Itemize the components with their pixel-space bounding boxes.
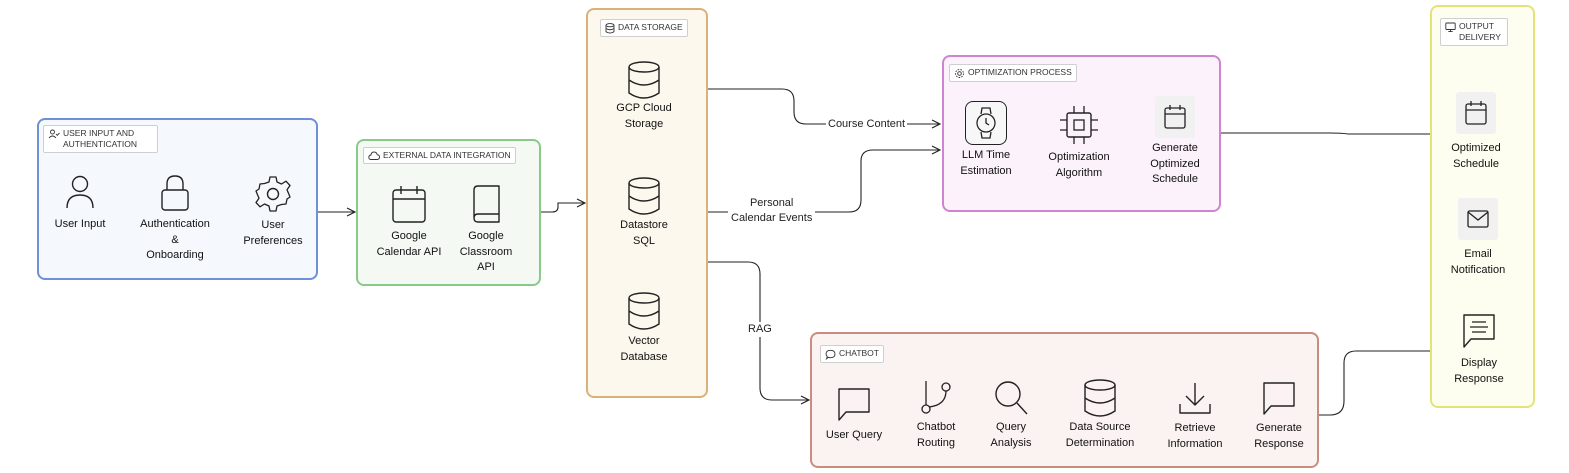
message-text-icon — [1463, 314, 1495, 348]
generate-response-label: Generate Response — [1254, 422, 1304, 450]
google-classroom-api-node[interactable]: Google Classroom API — [451, 184, 521, 276]
vector-database-node[interactable]: Vector Database — [612, 291, 676, 365]
authentication-label: Authentication & Onboarding — [140, 218, 210, 261]
gcp-cloud-storage-label: GCP Cloud Storage — [616, 102, 672, 130]
gcp-cloud-storage-node[interactable]: GCP Cloud Storage — [608, 60, 680, 132]
data-storage-group-label: DATA STORAGE — [600, 19, 688, 37]
external-data-group-title: EXTERNAL DATA INTEGRATION — [383, 150, 511, 160]
external-data-group: EXTERNAL DATA INTEGRATION — [356, 139, 541, 286]
user-preferences-label: User Preferences — [243, 219, 303, 247]
authentication-node[interactable]: Authentication & Onboarding — [135, 173, 215, 264]
database-icon — [628, 61, 660, 99]
external-data-group-label: EXTERNAL DATA INTEGRATION — [363, 147, 516, 164]
chat-bubble-icon — [1263, 382, 1295, 415]
book-icon — [473, 185, 500, 223]
edge-label-personal-calendar: Personal Calendar Events — [728, 196, 816, 226]
edge-external-storage — [541, 203, 585, 213]
user-query-label: User Query — [825, 429, 883, 441]
generate-optimized-schedule-label: Generate Optimized Schedule — [1150, 142, 1200, 185]
calendar-icon — [392, 186, 426, 223]
output-delivery-group-title: OUTPUT DELIVERY — [1459, 21, 1501, 42]
gear-icon — [955, 69, 964, 78]
user-check-icon — [48, 129, 60, 139]
gear-icon — [255, 176, 291, 212]
vector-database-label: Vector Database — [620, 335, 668, 363]
retrieve-information-label: Retrieve Information — [1167, 422, 1223, 450]
optimized-schedule-tile — [1456, 92, 1496, 134]
user-input-group: USER INPUT AND AUTHENTICATION — [37, 118, 318, 280]
datastore-sql-node[interactable]: Datastore SQL — [612, 176, 676, 249]
data-source-determination-label: Data Source Determination — [1065, 421, 1135, 449]
query-analysis-node[interactable]: Query Analysis — [986, 379, 1036, 451]
google-calendar-api-label: Google Calendar API — [376, 230, 442, 258]
google-classroom-api-label: Google Classroom API — [459, 230, 513, 273]
cloud-icon — [368, 151, 380, 160]
email-notification-node[interactable]: Email Notification — [1445, 198, 1511, 278]
data-storage-group: DATA STORAGE — [586, 8, 708, 398]
google-calendar-api-node[interactable]: Google Calendar API — [371, 184, 447, 260]
calendar-icon — [1164, 105, 1186, 129]
chatbot-group: CHATBOT — [810, 332, 1319, 468]
chatbot-group-label: CHATBOT — [820, 345, 884, 363]
edge-chatbot-output — [1305, 351, 1451, 416]
cpu-chip-icon — [1060, 106, 1098, 144]
edge-opt-output — [1221, 133, 1448, 134]
llm-time-icon-box — [965, 101, 1007, 145]
datastore-sql-label: Datastore SQL — [620, 219, 668, 247]
retrieve-information-node[interactable]: Retrieve Information — [1164, 380, 1226, 452]
optimization-algorithm-node[interactable]: Optimization Algorithm — [1044, 104, 1114, 181]
query-analysis-label: Query Analysis — [990, 421, 1032, 449]
database-icon — [605, 23, 615, 34]
generate-schedule-tile — [1155, 96, 1195, 138]
lock-icon — [161, 175, 189, 211]
search-icon — [995, 381, 1028, 415]
mail-icon — [1467, 210, 1489, 228]
calendar-icon — [1465, 101, 1487, 125]
edge-label-rag: RAG — [746, 322, 774, 337]
user-input-label: User Input — [54, 218, 106, 230]
edge-label-course-content: Course Content — [826, 117, 908, 132]
watch-icon — [976, 107, 996, 139]
display-response-node[interactable]: Display Response — [1450, 312, 1508, 387]
database-icon — [628, 177, 660, 215]
output-delivery-group-label: OUTPUT DELIVERY — [1440, 18, 1508, 46]
optimized-schedule-label: Optimized Schedule — [1451, 142, 1501, 170]
data-source-determination-node[interactable]: Data Source Determination — [1062, 378, 1138, 451]
display-response-label: Display Response — [1454, 357, 1504, 385]
edge-sql-opt — [677, 150, 940, 213]
git-branch-icon — [921, 381, 951, 414]
chatbot-group-title: CHATBOT — [839, 348, 879, 358]
monitor-icon — [1445, 22, 1456, 33]
generate-optimized-schedule-node[interactable]: Generate Optimized Schedule — [1146, 96, 1204, 188]
user-input-node[interactable]: User Input — [49, 174, 111, 233]
optimization-group-title: OPTIMIZATION PROCESS — [968, 67, 1072, 77]
user-input-group-title: USER INPUT AND AUTHENTICATION — [63, 128, 137, 149]
llm-time-estimation-label: LLM Time Estimation — [960, 149, 1012, 177]
database-icon — [1084, 379, 1116, 417]
optimized-schedule-node[interactable]: Optimized Schedule — [1445, 92, 1507, 172]
data-storage-group-title: DATA STORAGE — [618, 22, 683, 32]
chatbot-routing-node[interactable]: Chatbot Routing — [910, 379, 962, 451]
user-query-node[interactable]: User Query — [822, 385, 886, 444]
llm-time-estimation-node[interactable]: LLM Time Estimation — [954, 101, 1018, 179]
chat-bubble-icon — [825, 349, 836, 360]
edge-gcp-opt — [677, 88, 940, 124]
generate-response-node[interactable]: Generate Response — [1250, 380, 1308, 452]
email-notification-label: Email Notification — [1450, 248, 1506, 276]
email-notification-tile — [1458, 198, 1498, 240]
chatbot-routing-label: Chatbot Routing — [916, 421, 956, 449]
optimization-algorithm-label: Optimization Algorithm — [1048, 151, 1110, 179]
user-icon — [66, 175, 94, 209]
download-icon — [1179, 383, 1211, 414]
chat-bubble-icon — [838, 388, 870, 421]
database-icon — [628, 292, 660, 330]
optimization-group-label: OPTIMIZATION PROCESS — [949, 64, 1077, 82]
user-input-group-label: USER INPUT AND AUTHENTICATION — [43, 125, 158, 153]
user-preferences-node[interactable]: User Preferences — [240, 174, 306, 249]
